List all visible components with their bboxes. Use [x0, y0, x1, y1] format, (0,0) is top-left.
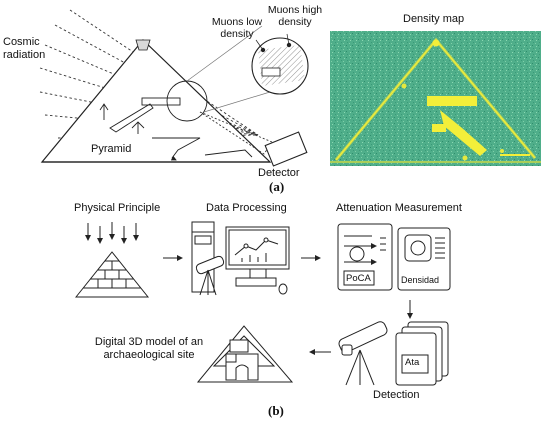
muons-low-line2: density — [220, 28, 254, 41]
muons-high-line2: density — [278, 16, 312, 29]
densidad-card — [397, 227, 451, 291]
step-detection: Detection — [373, 389, 420, 401]
pyramid-label: Pyramid — [91, 143, 132, 155]
digital-model-icon — [196, 325, 294, 383]
brick-pyramid-icon — [74, 251, 150, 298]
step-data-processing: Data Processing — [206, 202, 287, 214]
ata-documents — [395, 321, 449, 386]
muons-high-label: Muons high density — [262, 4, 328, 28]
poca-label: PoCA — [346, 273, 371, 284]
poca-card — [337, 223, 393, 291]
caption-b: (b) — [268, 403, 284, 418]
muons-low-line1: Muons low — [211, 16, 263, 28]
detection-telescope-icon — [338, 321, 388, 386]
model-label-line1: Digital 3D model of an — [94, 336, 204, 348]
density-map-title: Density map — [403, 13, 465, 25]
data-processing-icon — [191, 221, 290, 296]
detector-label: Detector — [258, 167, 300, 179]
cosmic-label-line2: radiation — [3, 48, 46, 61]
model-label-line2: archaeological site — [103, 348, 195, 361]
pyramid-chambers — [99, 97, 253, 161]
cosmic-label-line1: Cosmic — [3, 36, 40, 48]
detection-zoom — [166, 25, 309, 122]
cosmic-radiation-label: Cosmic radiation — [3, 36, 45, 61]
densidad-label: Densidad — [401, 275, 440, 285]
density-map — [330, 31, 541, 166]
caption-a: (a) — [269, 179, 285, 194]
muon-path-to-detector — [199, 111, 308, 167]
muons-low-label: Muons low density — [208, 16, 266, 40]
step-digital-model: Digital 3D model of an archaeological si… — [84, 336, 214, 361]
step-physical-principle: Physical Principle — [74, 202, 161, 214]
step-attenuation-measurement: Attenuation Measurement — [336, 202, 462, 214]
muons-high-line1: Muons high — [267, 4, 323, 16]
ata-label: Ata — [405, 357, 420, 368]
falling-arrows — [85, 222, 139, 244]
